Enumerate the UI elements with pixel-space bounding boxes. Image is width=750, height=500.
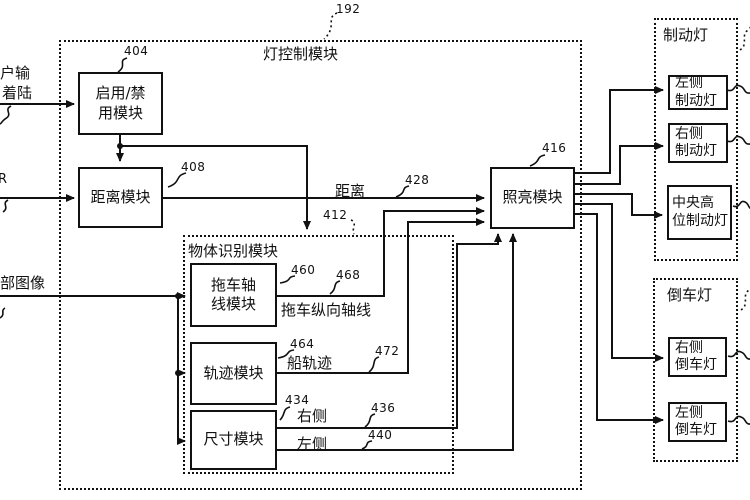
input-user-label-line1: 户输 xyxy=(0,64,31,82)
ref-404: 404 xyxy=(124,44,149,58)
module-enable-disable-label-line1: 启用/禁 xyxy=(95,84,146,102)
ref-440: 440 xyxy=(368,428,393,442)
module-trailer-axis-label-line2: 线模块 xyxy=(210,295,256,313)
light-right-brake: 右侧 制动灯 xyxy=(668,123,728,163)
input-sensor-label: R xyxy=(0,172,8,187)
light-center-high-brake-line2: 位制动灯 xyxy=(672,212,728,229)
leader-192 xyxy=(323,12,338,40)
ref-468: 468 xyxy=(336,268,361,282)
light-left-brake: 左侧 制动灯 xyxy=(668,75,728,110)
module-distance-label: 距离模块 xyxy=(90,187,151,206)
leader-user-input-cut xyxy=(0,105,12,125)
module-illumination-label: 照亮模块 xyxy=(502,188,563,207)
module-distance: 距离模块 xyxy=(78,167,163,228)
leader-reverse-group-cut xyxy=(740,287,750,311)
light-center-high-brake-line1: 中央高 xyxy=(672,195,714,211)
module-size: 尺寸模块 xyxy=(190,410,277,470)
ref-464: 464 xyxy=(290,337,315,351)
signal-distance-label: 距离 xyxy=(335,182,366,200)
ref-408: 408 xyxy=(181,160,206,174)
ref-472: 472 xyxy=(375,344,400,358)
light-left-brake-line2: 制动灯 xyxy=(675,92,717,109)
light-right-reverse: 右侧 倒车灯 xyxy=(668,337,727,377)
ref-428: 428 xyxy=(405,173,430,187)
leader-rear-image-cut xyxy=(0,307,6,319)
light-left-reverse: 左侧 倒车灯 xyxy=(668,402,727,442)
light-right-brake-line1: 右侧 xyxy=(675,125,703,142)
module-enable-disable: 启用/禁 用模块 xyxy=(78,72,163,135)
group-brake-lights-title: 制动灯 xyxy=(663,26,709,44)
light-right-reverse-line2: 倒车灯 xyxy=(675,357,717,373)
group-reverse-lights-title: 倒车灯 xyxy=(667,286,713,304)
ref-434: 434 xyxy=(285,393,310,407)
group-light-control-title: 灯控制模块 xyxy=(263,45,339,63)
leader-sensor-cut xyxy=(2,199,9,213)
module-trailer-axis: 拖车轴 线模块 xyxy=(190,263,277,327)
wire-to-left-brake xyxy=(575,86,664,174)
ref-412: 412 xyxy=(323,208,348,222)
light-right-reverse-line1: 右侧 xyxy=(675,339,703,356)
light-left-reverse-line1: 左侧 xyxy=(675,404,703,421)
module-enable-disable-label-line2: 用模块 xyxy=(97,103,143,122)
wire-to-right-brake xyxy=(575,142,664,185)
module-trajectory: 轨迹模块 xyxy=(190,342,277,405)
light-left-brake-line1: 左侧 xyxy=(675,75,703,91)
wire-to-center-brake xyxy=(575,193,663,219)
ref-192: 192 xyxy=(336,2,361,16)
input-user-label-line2: 着陆 xyxy=(2,84,33,102)
ref-436: 436 xyxy=(371,401,396,415)
signal-left-side-label: 左侧 xyxy=(297,435,328,453)
input-rear-image-label: 部图像 xyxy=(0,274,46,292)
module-size-label: 尺寸模块 xyxy=(203,430,264,449)
light-center-high-brake: 中央高 位制动灯 xyxy=(667,185,732,240)
light-left-reverse-line2: 倒车灯 xyxy=(675,422,717,438)
signal-trailer-axis-label: 拖车纵向轴线 xyxy=(281,301,372,319)
module-illumination: 照亮模块 xyxy=(490,167,575,229)
ref-460: 460 xyxy=(291,263,316,277)
wire-to-right-reverse xyxy=(575,203,664,362)
ref-416: 416 xyxy=(542,141,567,155)
wire-to-left-reverse xyxy=(575,213,664,424)
module-trailer-axis-label-line1: 拖车轴 xyxy=(210,275,256,294)
signal-right-side-label: 右侧 xyxy=(297,407,328,425)
signal-trajectory-label: 船轨迹 xyxy=(287,354,333,372)
leader-brake-group-cut xyxy=(739,26,750,51)
module-trajectory-label: 轨迹模块 xyxy=(203,363,264,382)
light-right-brake-line2: 制动灯 xyxy=(675,143,717,159)
group-object-recognition-title: 物体识别模块 xyxy=(188,242,279,260)
